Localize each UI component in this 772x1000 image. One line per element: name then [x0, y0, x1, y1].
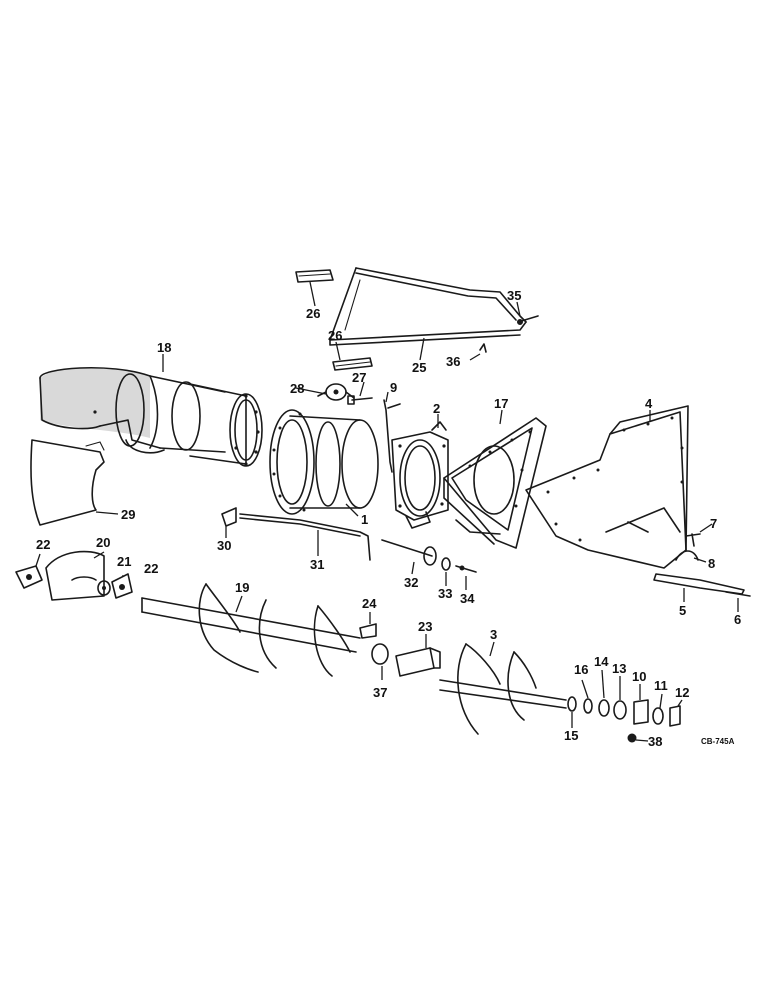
- callout-34: 34: [460, 591, 475, 606]
- callout-29: 29: [121, 507, 135, 522]
- callout-20: 20: [96, 535, 110, 550]
- part-11-collar: [652, 707, 664, 725]
- part-16-washer: [583, 698, 593, 714]
- callout-13: 13: [612, 661, 626, 676]
- drawing-code: CB-745A: [701, 737, 735, 746]
- leader-lines: [35, 281, 739, 742]
- callout-15: 15: [564, 728, 578, 743]
- callout-21: 21: [117, 554, 131, 569]
- part-10-housing: [633, 699, 649, 725]
- callout-labels: 18 26 26 25 36 35 28 27 9 2 17 4 1 7 8 5…: [36, 288, 741, 749]
- part-5-bar: [653, 573, 745, 595]
- part-36-clip: [479, 343, 487, 353]
- part-29-spout-shield: [30, 439, 105, 526]
- part-13-bearing: [613, 700, 627, 720]
- callout-2: 2: [433, 401, 440, 416]
- callout-3: 3: [490, 627, 497, 642]
- callout-28: 28: [290, 381, 304, 396]
- callout-26-upper: 26: [306, 306, 320, 321]
- part-26-strap-lower: [332, 357, 373, 371]
- part-21-bearing: [97, 580, 111, 596]
- part-33-bushing: [441, 557, 451, 571]
- part-15-snap-ring: [567, 696, 577, 712]
- part-34-pin: [455, 565, 477, 573]
- callout-22-left: 22: [36, 537, 50, 552]
- callout-12: 12: [675, 685, 689, 700]
- part-38-grease-fitting: [627, 733, 637, 743]
- part-7-bolt: [685, 533, 701, 547]
- part-14-seal: [598, 699, 610, 717]
- part-37-bushing: [371, 643, 389, 665]
- part-1-cylinder: [269, 409, 379, 515]
- callout-10: 10: [632, 669, 646, 684]
- part-32-shaft-end: [381, 539, 437, 566]
- part-35-bolt: [517, 315, 539, 325]
- part-23-coupler: [395, 647, 441, 677]
- callout-9: 9: [390, 380, 397, 395]
- part-8-clip: [675, 550, 699, 561]
- callout-32: 32: [404, 575, 418, 590]
- callout-18: 18: [157, 340, 171, 355]
- part-9-rod: [383, 399, 401, 473]
- part-25-brace-frame: [329, 267, 527, 346]
- callout-16: 16: [574, 662, 588, 677]
- callout-23: 23: [418, 619, 432, 634]
- part-27-bolt: [347, 395, 373, 405]
- part-2-ring-flange: [391, 421, 449, 529]
- part-24-clip: [359, 623, 377, 639]
- callout-33: 33: [438, 586, 452, 601]
- callout-37: 37: [373, 685, 387, 700]
- callout-14: 14: [594, 654, 609, 669]
- part-4-housing: [525, 405, 689, 569]
- callout-6: 6: [734, 612, 741, 627]
- part-30-latch: [221, 507, 237, 527]
- part-22-flange-right: [111, 573, 133, 599]
- callout-1: 1: [361, 512, 368, 527]
- callout-17: 17: [494, 396, 508, 411]
- callout-8: 8: [708, 556, 715, 571]
- callout-11: 11: [654, 678, 668, 693]
- part-26-strap-upper: [295, 269, 334, 283]
- callout-38: 38: [648, 734, 662, 749]
- callout-22-right: 22: [144, 561, 158, 576]
- part-28-bearing-bracket: [317, 383, 355, 401]
- callout-36: 36: [446, 354, 460, 369]
- callout-35: 35: [507, 288, 521, 303]
- part-6-pin: [725, 591, 751, 597]
- callout-24: 24: [362, 596, 377, 611]
- callout-7: 7: [710, 516, 717, 531]
- callout-25: 25: [412, 360, 426, 375]
- callout-30: 30: [217, 538, 231, 553]
- callout-27: 27: [352, 370, 366, 385]
- part-20-end-cap: [45, 550, 105, 601]
- part-19-auger: [141, 583, 361, 677]
- callout-4: 4: [645, 396, 653, 411]
- part-3-auger: [439, 643, 567, 735]
- part-17-triangular-frame: [443, 417, 547, 549]
- part-22-flange-left: [15, 565, 43, 589]
- callout-31: 31: [310, 557, 324, 572]
- callout-26-lower: 26: [328, 328, 342, 343]
- part-12-cap: [669, 705, 681, 727]
- callout-5: 5: [679, 603, 686, 618]
- callout-19: 19: [235, 580, 249, 595]
- part-18-discharge-tube: [39, 366, 263, 467]
- part-31-rod: [239, 513, 371, 561]
